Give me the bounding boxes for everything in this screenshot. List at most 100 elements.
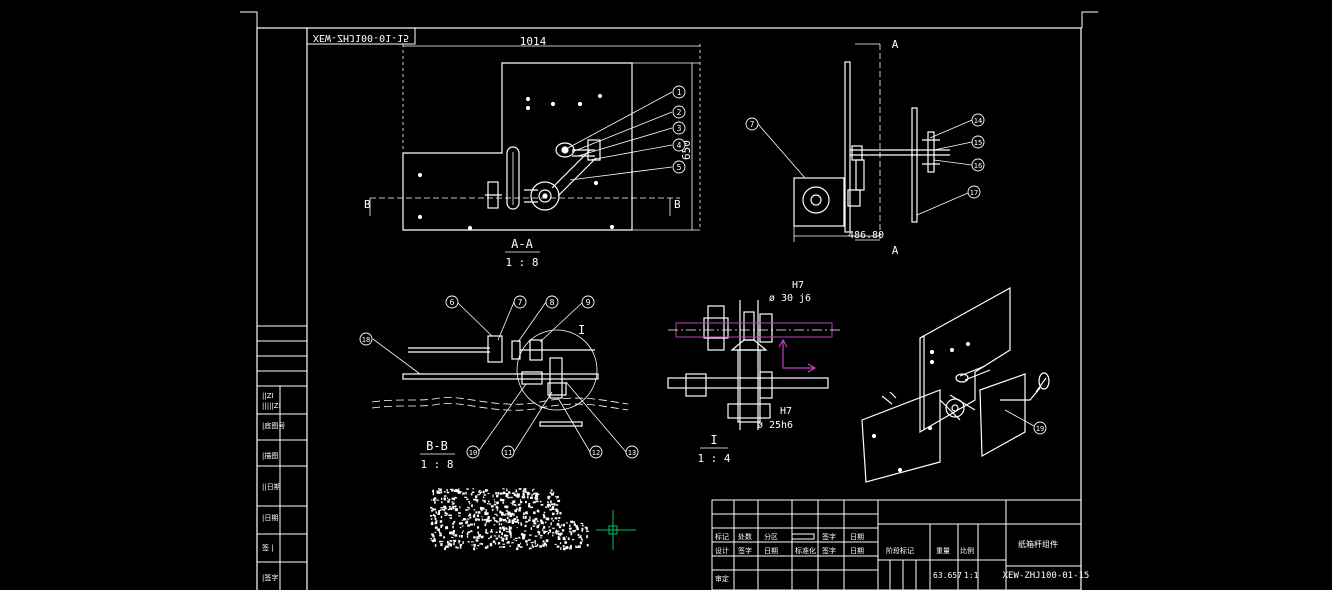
view-bb-geometry[interactable] xyxy=(371,329,629,427)
noise-speck xyxy=(476,536,479,539)
noise-speck xyxy=(481,518,483,521)
noise-speck xyxy=(468,501,470,503)
noise-speck xyxy=(466,488,469,490)
noise-speck xyxy=(511,521,515,524)
noise-speck xyxy=(520,522,522,524)
noise-speck xyxy=(462,530,464,532)
noise-speck xyxy=(575,525,578,528)
noise-speck xyxy=(555,504,559,506)
noise-speck xyxy=(492,517,496,519)
strip-label-3: |底图号 xyxy=(262,421,285,430)
noise-speck xyxy=(482,496,485,499)
noise-speck xyxy=(493,535,497,537)
noise-speck xyxy=(516,516,518,519)
noise-speck xyxy=(552,520,554,522)
noise-speck xyxy=(554,496,557,498)
noise-speck xyxy=(454,496,456,498)
noise-speck xyxy=(481,509,483,512)
section-b-left: B xyxy=(364,198,371,211)
noise-speck xyxy=(577,533,580,536)
noise-speck xyxy=(576,527,579,531)
noise-speck xyxy=(440,509,442,511)
noise-speck xyxy=(445,545,448,548)
noise-speck xyxy=(523,512,525,516)
noise-speck xyxy=(471,544,473,546)
noise-speck xyxy=(454,505,457,508)
noise-speck xyxy=(558,525,561,529)
noise-speck xyxy=(459,544,463,546)
noise-speck xyxy=(466,518,470,520)
noise-speck xyxy=(517,493,520,496)
noise-speck xyxy=(443,491,446,493)
detail-i-geometry[interactable] xyxy=(667,300,829,430)
noise-speck xyxy=(452,534,455,536)
noise-speck xyxy=(510,502,512,504)
noise-speck xyxy=(533,519,536,523)
noise-speck xyxy=(523,488,525,492)
noise-speck xyxy=(502,488,505,490)
noise-speck xyxy=(505,520,507,523)
noise-speck xyxy=(537,531,541,533)
noise-speck xyxy=(430,518,433,520)
noise-speck xyxy=(451,531,454,535)
noise-speck xyxy=(492,494,494,498)
noise-speck xyxy=(515,491,518,493)
noise-speck xyxy=(458,488,460,491)
noise-speck xyxy=(496,495,498,498)
noise-speck xyxy=(558,517,561,519)
noise-speck xyxy=(448,501,450,503)
noise-speck xyxy=(512,513,514,515)
noise-speck xyxy=(467,515,470,517)
noise-speck xyxy=(479,506,483,510)
noise-speck xyxy=(473,523,475,526)
noise-speck xyxy=(560,547,562,550)
isometric-view[interactable] xyxy=(861,286,1050,483)
noise-speck xyxy=(467,541,470,543)
noise-speck xyxy=(515,489,517,492)
noise-speck xyxy=(536,509,539,513)
noise-speck xyxy=(550,503,554,506)
noise-speck xyxy=(581,540,584,542)
noise-speck xyxy=(534,540,536,543)
noise-speck xyxy=(543,515,546,519)
noise-speck xyxy=(467,531,471,534)
noise-speck xyxy=(462,541,464,544)
noise-speck xyxy=(473,543,476,547)
noise-speck xyxy=(489,519,492,522)
side-view-geometry[interactable] xyxy=(793,61,950,233)
noise-speck xyxy=(460,534,463,538)
leaders-bb xyxy=(372,301,627,453)
noise-speck xyxy=(433,514,435,517)
tb-stage-label: 阶段标记 xyxy=(886,546,914,555)
noise-speck xyxy=(478,490,480,493)
noise-speck xyxy=(494,513,498,515)
noise-speck xyxy=(525,512,528,515)
dim-width-top: 1014 xyxy=(520,35,547,48)
tb-r1-c5: 签字 xyxy=(822,532,836,541)
noise-speck xyxy=(477,518,479,520)
noise-speck xyxy=(445,526,449,530)
noise-speck xyxy=(551,513,554,516)
noise-speck xyxy=(557,495,559,498)
noise-speck xyxy=(545,539,549,543)
view-aa-geometry[interactable] xyxy=(402,62,633,231)
noise-speck xyxy=(557,509,559,513)
drawing-border xyxy=(256,27,1082,590)
noise-speck xyxy=(533,492,536,495)
balloons-side: 7 14 15 16 17 xyxy=(745,113,985,199)
noise-speck xyxy=(477,511,481,514)
noise-speck xyxy=(517,544,520,547)
noise-speck xyxy=(534,543,537,545)
noise-speck xyxy=(550,500,552,503)
noise-speck xyxy=(441,508,444,511)
strip-label-7: 签 | xyxy=(262,543,274,552)
noise-speck xyxy=(499,530,501,533)
noise-speck xyxy=(455,489,458,492)
noise-speck xyxy=(496,508,499,511)
noise-speck xyxy=(501,532,503,536)
noise-speck xyxy=(430,538,432,540)
noise-speck xyxy=(505,510,508,512)
noise-speck xyxy=(559,511,562,515)
noise-speck xyxy=(573,530,576,532)
